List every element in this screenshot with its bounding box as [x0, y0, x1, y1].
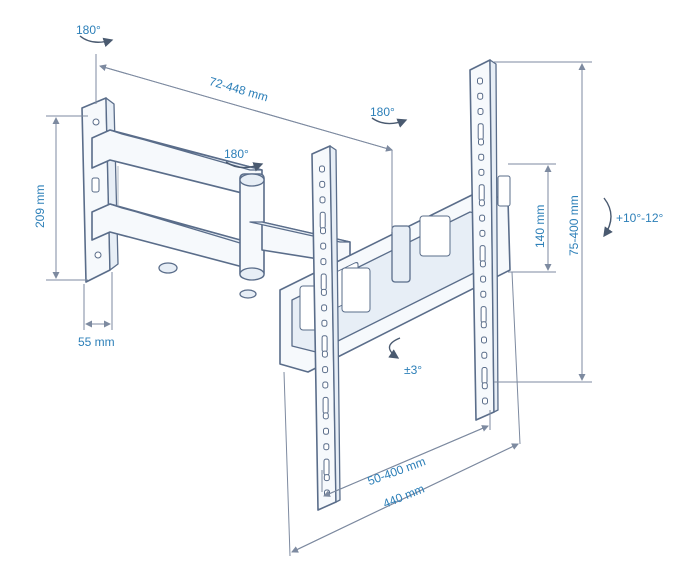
swing-arms: [91, 129, 351, 299]
rail-slot: [322, 381, 329, 389]
dimension-lines: [46, 54, 592, 557]
label-tilt: +10°-12°: [616, 211, 663, 225]
rail-slot: [321, 304, 328, 312]
rail-slot: [320, 242, 327, 250]
rail-slot: [323, 474, 330, 482]
rail-slot: [480, 275, 487, 283]
rail-slot: [320, 273, 327, 291]
label-overall-width: 440 mm: [381, 482, 426, 511]
rail-slot: [481, 367, 488, 384]
rail-slot: [478, 168, 485, 176]
rail-slot: [477, 108, 484, 115]
rail-slot: [477, 77, 483, 85]
rail-slot: [319, 165, 325, 173]
rail-slot: [478, 199, 485, 207]
right-vertical-rail: [469, 59, 499, 421]
label-wall-plate-depth: 55 mm: [78, 335, 115, 349]
label-rotation: ±3°: [404, 363, 422, 377]
rail-slot: [320, 288, 327, 296]
rail-slot: [320, 258, 327, 266]
label-swivel-top-left: 180°: [76, 23, 101, 37]
rail-slot: [321, 335, 328, 353]
label-vesa-vertical: 75-400 mm: [567, 195, 581, 256]
rail-slot: [319, 180, 326, 188]
rail-slot: [321, 319, 328, 327]
rail-slot: [477, 123, 484, 141]
label-swivel-middle: 180°: [224, 147, 249, 161]
rail-slot: [478, 184, 485, 202]
rail-slot: [322, 366, 329, 374]
rail-slot: [480, 321, 487, 329]
rail-slot: [482, 397, 488, 405]
rail-slot: [323, 427, 329, 435]
rail-slot: [479, 214, 486, 222]
rail-slot: [479, 229, 486, 237]
wall-plate: [81, 97, 119, 283]
rail-slot: [481, 336, 487, 344]
rail-slot: [321, 350, 328, 358]
rotation-arrows: [79, 35, 613, 359]
label-bracket-height: 140 mm: [533, 205, 547, 248]
rail-slot: [480, 306, 487, 324]
left-vertical-rail: [311, 145, 341, 511]
rail-slot: [479, 245, 486, 263]
rail-slot: [477, 92, 484, 100]
rail-slot: [478, 138, 484, 146]
rail-slot: [479, 260, 486, 268]
rail-slot: [480, 290, 487, 298]
rail-slot: [322, 412, 329, 420]
rail-slot: [319, 211, 326, 229]
rail-slot: [323, 458, 330, 476]
rail-slot: [322, 396, 329, 414]
rail-slot: [319, 196, 326, 204]
rail-slot: [481, 351, 488, 359]
label-wall-plate-height: 209 mm: [33, 185, 47, 228]
rail-slot: [320, 227, 326, 235]
rail-slot: [323, 443, 330, 451]
rail-slot: [478, 153, 485, 161]
label-swivel-top-right: 180°: [370, 105, 395, 119]
rail-slot: [481, 382, 488, 390]
